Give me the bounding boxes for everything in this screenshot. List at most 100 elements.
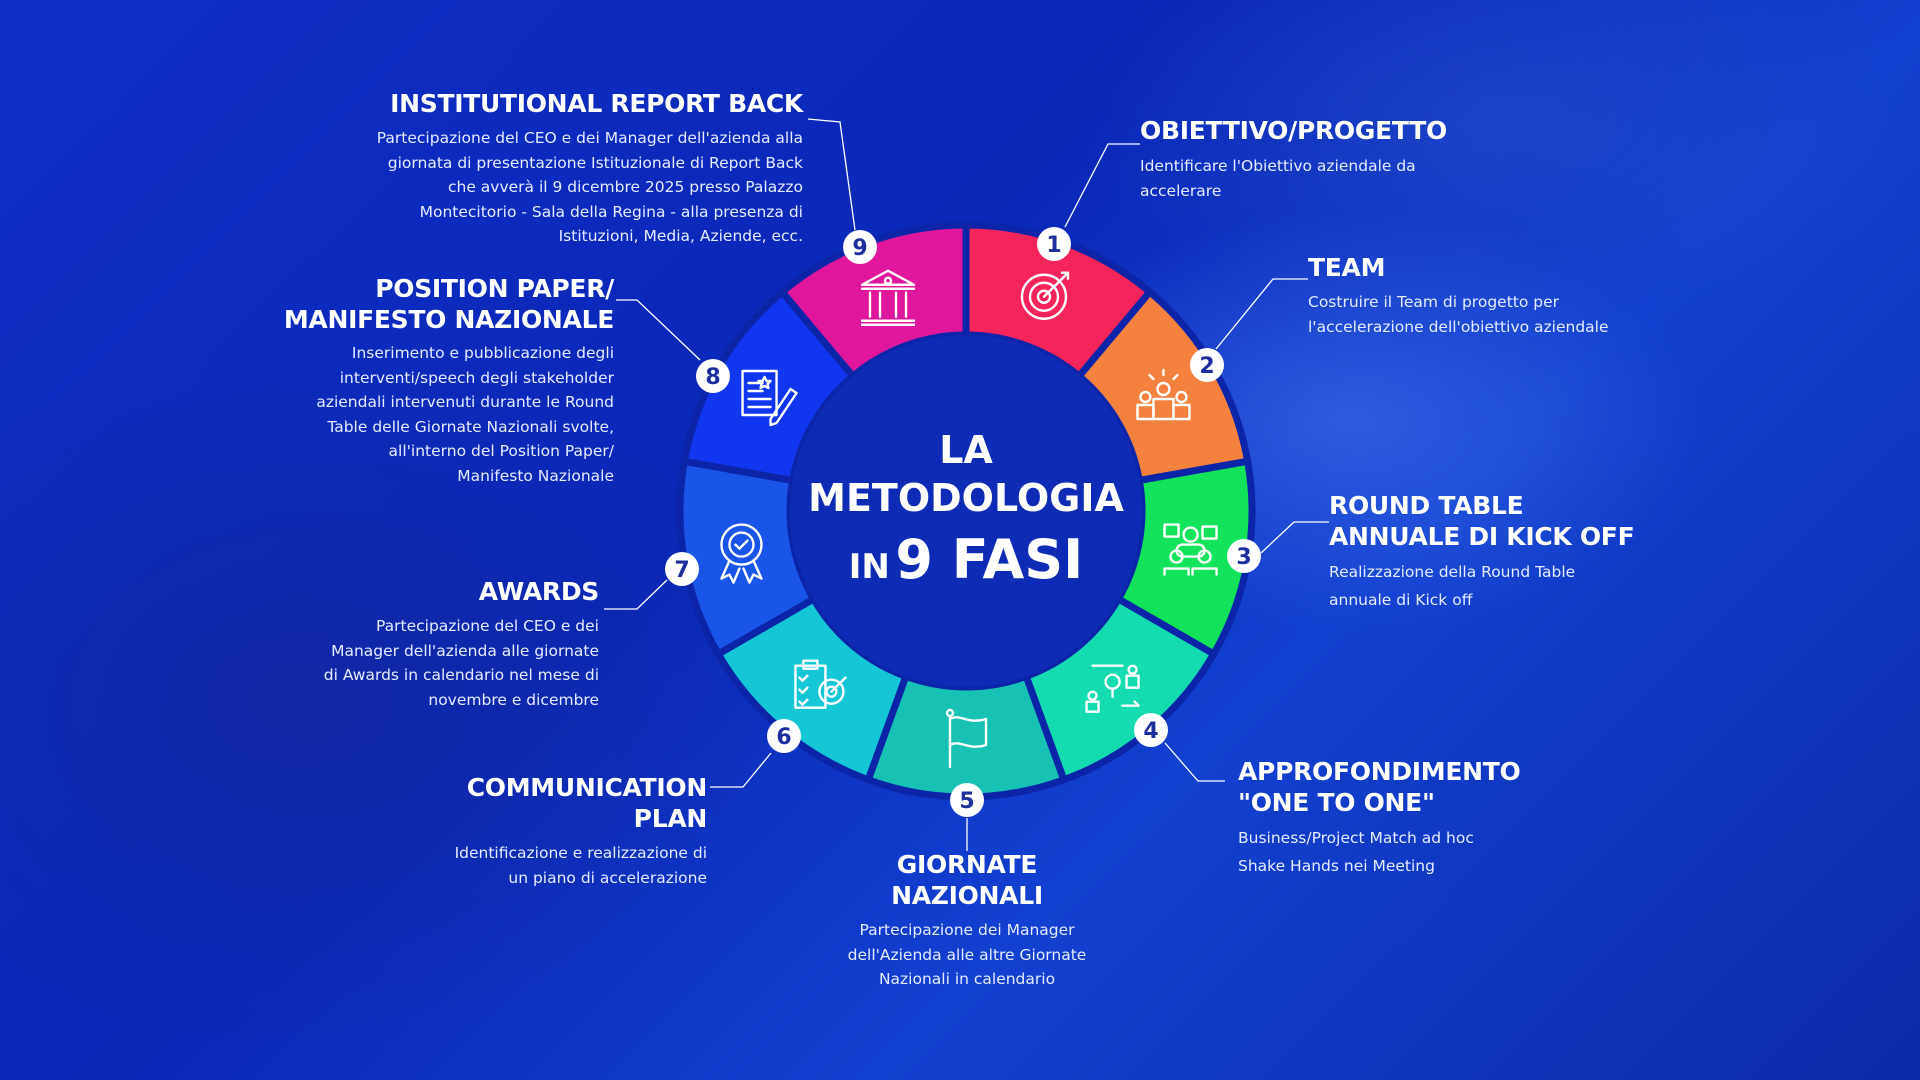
phase-2-number-badge: 2 bbox=[1190, 348, 1224, 382]
phase-9-description: Partecipazione del CEO e dei Manager del… bbox=[377, 126, 803, 249]
text-line: TEAM bbox=[1308, 253, 1386, 282]
phase-number: 2 bbox=[1199, 354, 1214, 379]
text-line: interventi/speech degli stakeholder bbox=[339, 368, 614, 387]
phase-6-description: Identificazione e realizzazione di un pia… bbox=[455, 841, 707, 890]
text-line: un piano di accelerazione bbox=[508, 868, 707, 887]
text-line: Montecitorio - Sala della Regina - alla … bbox=[419, 202, 803, 221]
text-line: Partecipazione del CEO e dei Manager del… bbox=[376, 129, 803, 147]
phase-4-leader-line bbox=[1164, 742, 1225, 782]
phase-5-description: Partecipazione dei Manager dell'Azienda a… bbox=[767, 918, 1167, 992]
phase-number: 6 bbox=[776, 725, 791, 750]
phase-2-title: TEAM bbox=[1308, 252, 1385, 283]
center-disc bbox=[790, 335, 1142, 687]
text-line: ROUND TABLE bbox=[1329, 491, 1524, 520]
phase-3-description: Realizzazione della Round Table annuale d… bbox=[1329, 558, 1575, 614]
phase-4-title: APPROFONDIMENTO"ONE TO ONE" bbox=[1238, 756, 1521, 818]
phase-8-title: POSITION PAPER/MANIFESTO NAZIONALE bbox=[284, 273, 614, 335]
phase-8-description: Inserimento e pubblicazione degli interve… bbox=[316, 341, 614, 489]
text-line: PLAN bbox=[633, 804, 708, 833]
text-line: Realizzazione della Round Table bbox=[1329, 563, 1576, 581]
text-line: di Awards in calendario nel mese di bbox=[323, 666, 599, 685]
text-line: dell'Azienda alle altre Giornate bbox=[847, 945, 1087, 964]
phase-number: 1 bbox=[1046, 233, 1061, 258]
phase-1-number-badge: 1 bbox=[1037, 227, 1071, 261]
text-line: aziendali intervenuti durante le Round bbox=[316, 393, 614, 412]
clipboard-target-icon bbox=[794, 659, 847, 709]
phase-7-number-badge: 7 bbox=[665, 552, 699, 586]
text-line: "ONE TO ONE" bbox=[1238, 788, 1435, 817]
text-line: all'interno del Position Paper/ bbox=[388, 442, 614, 461]
text-line: Identificare l'Obiettivo aziendale da bbox=[1140, 157, 1416, 175]
phase-number: 5 bbox=[959, 789, 974, 814]
phase-1-leader-line bbox=[1064, 143, 1140, 228]
phase-number: 7 bbox=[674, 558, 689, 583]
text-line: che avverà il 9 dicembre 2025 presso Pal… bbox=[447, 178, 803, 197]
text-line: Costruire il Team di progetto per bbox=[1308, 293, 1560, 311]
one-to-one-icon bbox=[1085, 664, 1140, 713]
phase-9-number-badge: 9 bbox=[843, 230, 877, 264]
phase-number: 4 bbox=[1143, 719, 1158, 744]
award-badge-icon bbox=[720, 523, 763, 584]
phase-2-leader-line bbox=[1215, 278, 1308, 350]
phase-6-leader-line bbox=[710, 752, 772, 788]
phase-3-number-badge: 3 bbox=[1227, 539, 1261, 573]
flag-icon bbox=[945, 708, 988, 769]
center-title-line1: LA bbox=[939, 428, 993, 472]
text-line: Manager dell'azienda alle giornate bbox=[331, 641, 599, 660]
text-line: COMMUNICATION bbox=[466, 773, 708, 802]
text-line: l'accelerazione dell'obiettivo aziendale bbox=[1308, 317, 1609, 336]
text-line: accelerare bbox=[1140, 181, 1222, 200]
text-line: INSTITUTIONAL REPORT BACK bbox=[390, 89, 803, 118]
text-line: Identificazione e realizzazione di bbox=[454, 844, 707, 862]
center-title-line3: IN 9 FASI bbox=[766, 528, 1166, 591]
phase-3-leader-line bbox=[1260, 521, 1329, 554]
text-line: annuale di Kick off bbox=[1329, 591, 1473, 609]
phase-2-description: Costruire il Team di progetto per l'accel… bbox=[1308, 290, 1609, 339]
phase-1-description: Identificare l'Obiettivo aziendale da acc… bbox=[1140, 154, 1416, 203]
phase-4-number-badge: 4 bbox=[1134, 713, 1168, 747]
text-line: Nazionali in calendario bbox=[878, 970, 1056, 989]
phase-7-title: AWARDS bbox=[478, 576, 600, 607]
phase-8-number-badge: 8 bbox=[696, 359, 730, 393]
institution-icon bbox=[860, 269, 916, 326]
phase-5-number-badge: 5 bbox=[950, 783, 984, 817]
text-line: Shake Hands nei Meeting bbox=[1238, 857, 1435, 875]
center-title-line2: METODOLOGIA bbox=[808, 476, 1124, 520]
text-line: NAZIONALI bbox=[891, 881, 1043, 910]
text-line: GIORNATE bbox=[896, 850, 1038, 879]
text-line: Manifesto Nazionale bbox=[457, 466, 614, 485]
text-line: Partecipazione del CEO e dei bbox=[375, 617, 599, 635]
text-line: ANNUALE DI KICK OFF bbox=[1329, 522, 1635, 551]
round-table-icon bbox=[1163, 523, 1218, 576]
center-title-in: IN bbox=[848, 547, 890, 587]
text-line: Inserimento e pubblicazione degli bbox=[351, 344, 614, 362]
phase-9-leader-line bbox=[807, 118, 856, 231]
text-line: OBIETTIVO/PROGETTO bbox=[1140, 116, 1447, 145]
center-title-phases: 9 FASI bbox=[895, 528, 1084, 591]
phase-1-title: OBIETTIVO/PROGETTO bbox=[1140, 115, 1447, 146]
phase-number: 8 bbox=[705, 365, 720, 390]
text-line: giornata di presentazione Istituzionale … bbox=[387, 153, 803, 172]
document-pen-icon bbox=[741, 369, 798, 427]
target-icon bbox=[1020, 271, 1070, 320]
text-line: MANIFESTO NAZIONALE bbox=[283, 305, 614, 334]
text-line: APPROFONDIMENTO bbox=[1238, 757, 1521, 786]
phase-number: 9 bbox=[852, 236, 867, 261]
text-line: novembre e dicembre bbox=[428, 690, 599, 709]
text-line: Table delle Giornate Nazionali svolte, bbox=[327, 417, 614, 436]
phase-number: 3 bbox=[1236, 545, 1251, 570]
text-line: AWARDS bbox=[478, 577, 600, 606]
phase-8-leader-line bbox=[616, 299, 701, 361]
phase-7-leader-line bbox=[604, 579, 668, 610]
text-line: Partecipazione dei Manager bbox=[859, 921, 1075, 939]
phase-6-number-badge: 6 bbox=[767, 719, 801, 753]
text-line: POSITION PAPER/ bbox=[375, 274, 614, 303]
team-icon bbox=[1136, 368, 1191, 421]
phase-9-title: INSTITUTIONAL REPORT BACK bbox=[390, 88, 803, 119]
